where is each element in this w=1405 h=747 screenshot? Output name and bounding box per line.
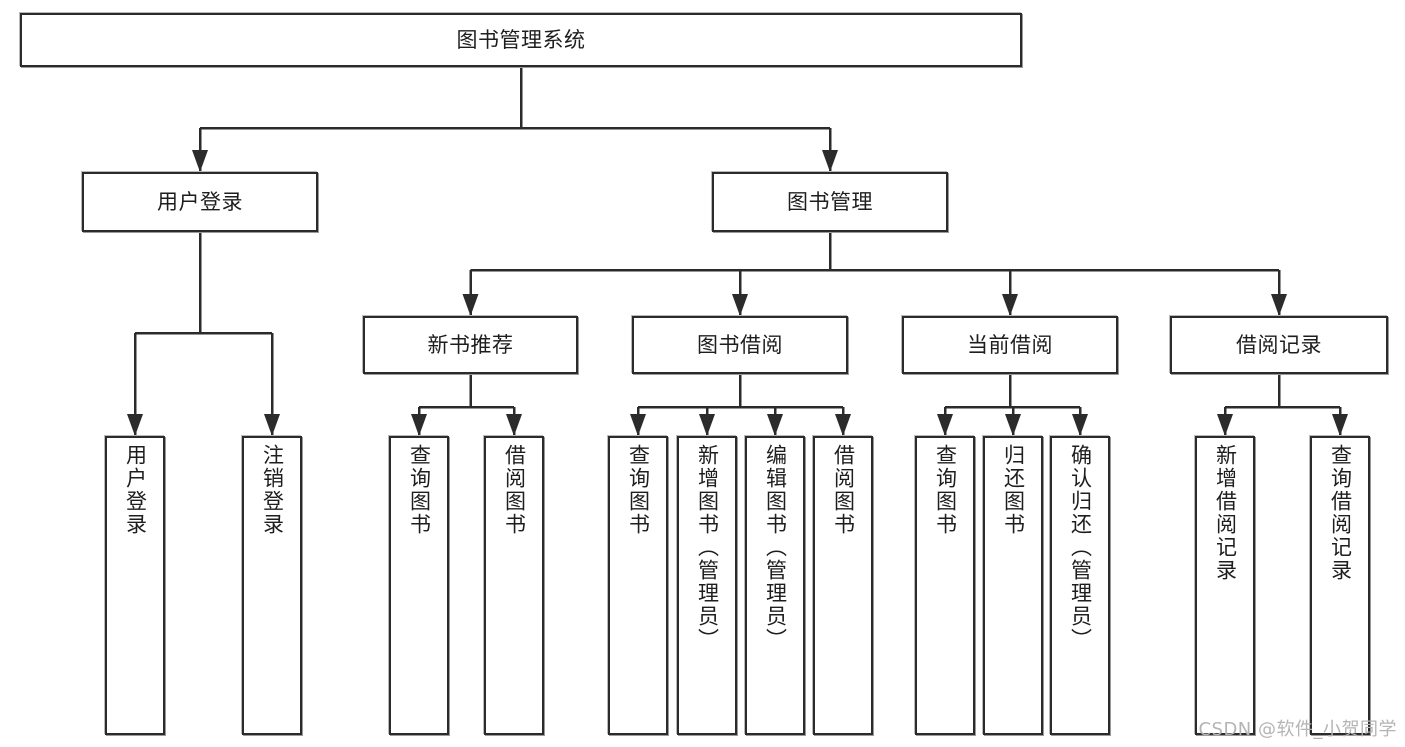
node-leaf-user-login[interactable]: 用户登录 — [105, 436, 165, 735]
node-label: 借阅记录 — [1236, 332, 1322, 357]
node-book-borrow[interactable]: 图书借阅 — [632, 316, 848, 374]
connector-arrowhead — [835, 414, 851, 436]
node-label: 确认归还（管理员） — [1068, 444, 1093, 651]
node-leaf-record-add[interactable]: 新增借阅记录 — [1195, 436, 1255, 735]
watermark-text: CSDN @软件_小贺同学 — [1198, 719, 1397, 740]
connector-arrowhead — [699, 414, 715, 436]
node-leaf-rec-borrow[interactable]: 借阅图书 — [484, 436, 544, 735]
node-leaf-borrow-query[interactable]: 查询图书 — [608, 436, 668, 735]
node-label: 新增借阅记录 — [1213, 444, 1238, 582]
node-leaf-rec-query[interactable]: 查询图书 — [389, 436, 449, 735]
node-label: 查询图书 — [626, 444, 651, 536]
connector-arrowhead — [732, 294, 748, 316]
connector-arrowhead — [1217, 414, 1233, 436]
connector-arrowhead — [192, 150, 208, 172]
node-label: 查询图书 — [933, 444, 958, 536]
node-label: 借阅图书 — [831, 444, 856, 536]
connector-arrowhead — [506, 414, 522, 436]
connector-arrowhead — [1005, 414, 1021, 436]
node-root[interactable]: 图书管理系统 — [20, 13, 1022, 67]
node-leaf-borrow-add[interactable]: 新增图书（管理员） — [677, 436, 737, 735]
node-label: 注销登录 — [260, 444, 285, 536]
node-label: 用户登录 — [123, 444, 148, 536]
connector-arrowhead — [1332, 414, 1348, 436]
connector-arrowhead — [1271, 294, 1287, 316]
connector-arrowhead — [462, 294, 479, 316]
connector-arrowhead — [1002, 294, 1018, 316]
node-leaf-borrow-lend[interactable]: 借阅图书 — [813, 436, 873, 735]
node-label: 查询图书 — [407, 444, 432, 536]
connector-arrowhead — [767, 414, 783, 436]
node-leaf-user-logout[interactable]: 注销登录 — [242, 436, 302, 735]
node-new-book-rec[interactable]: 新书推荐 — [363, 316, 578, 374]
node-leaf-current-query[interactable]: 查询图书 — [915, 436, 975, 735]
node-current-borrow[interactable]: 当前借阅 — [902, 316, 1118, 374]
node-label: 借阅图书 — [502, 444, 527, 536]
connector-arrowhead — [822, 150, 838, 172]
node-label: 新书推荐 — [427, 332, 514, 357]
connector-arrowhead — [127, 414, 143, 436]
connector-arrowhead — [1072, 414, 1088, 436]
node-leaf-current-return[interactable]: 归还图书 — [983, 436, 1043, 735]
node-label: 归还图书 — [1001, 444, 1026, 536]
node-label: 图书借阅 — [697, 332, 783, 357]
node-book-manage[interactable]: 图书管理 — [712, 172, 948, 232]
node-leaf-record-query[interactable]: 查询借阅记录 — [1310, 436, 1370, 735]
node-label: 用户登录 — [157, 189, 243, 214]
node-leaf-current-confirm[interactable]: 确认归还（管理员） — [1050, 436, 1110, 735]
node-leaf-borrow-edit[interactable]: 编辑图书（管理员） — [745, 436, 805, 735]
node-user-login[interactable]: 用户登录 — [82, 172, 318, 232]
node-borrow-record[interactable]: 借阅记录 — [1170, 316, 1388, 374]
node-label: 图书管理 — [787, 189, 873, 214]
node-label: 编辑图书（管理员） — [763, 444, 788, 651]
connector-arrowhead — [630, 414, 646, 436]
connector-arrowhead — [411, 414, 427, 436]
node-label: 图书管理系统 — [456, 27, 586, 52]
connector-arrowhead — [264, 414, 280, 436]
node-label: 当前借阅 — [967, 332, 1053, 357]
connector-arrowhead — [937, 414, 953, 436]
node-label: 新增图书（管理员） — [695, 444, 720, 651]
node-label: 查询借阅记录 — [1328, 444, 1353, 582]
